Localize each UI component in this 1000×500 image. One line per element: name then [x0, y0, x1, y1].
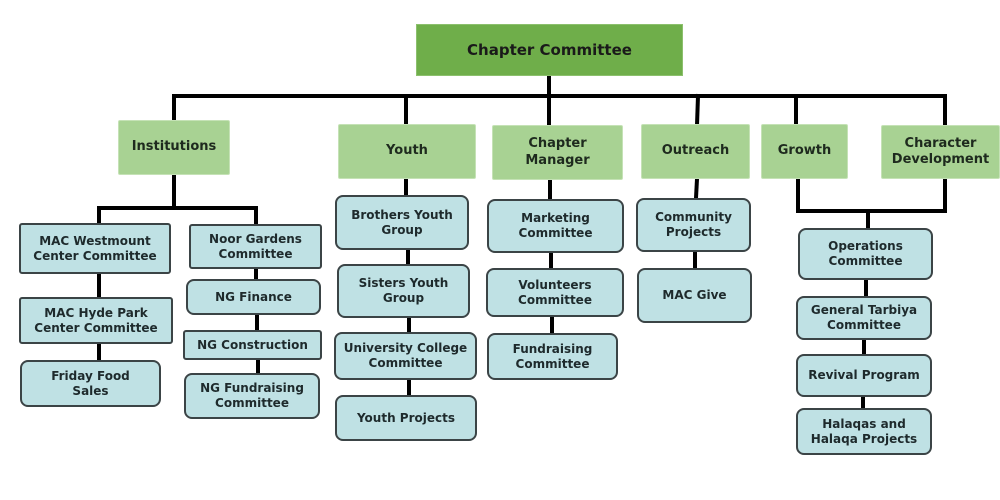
- node-ng-finance: NG Finance: [186, 279, 321, 315]
- node-community-projects: Community Projects: [636, 198, 751, 252]
- node-institutions: Institutions: [118, 120, 230, 175]
- node-label: Youth: [386, 143, 428, 159]
- node-ng-construction: NG Construction: [183, 330, 322, 360]
- node-mac-westmount: MAC Westmount Center Committee: [19, 223, 171, 274]
- node-mac-give: MAC Give: [637, 268, 752, 323]
- connector-outreach-community: [693, 176, 700, 201]
- node-label: Youth Projects: [356, 410, 456, 425]
- node-label: Fundraising Committee: [512, 341, 593, 371]
- connector-growth-character-merge: [796, 176, 947, 213]
- node-label: Friday Food Sales: [51, 368, 130, 398]
- node-sisters-youth-group: Sisters Youth Group: [337, 264, 470, 318]
- node-label: Growth: [777, 143, 832, 159]
- node-label: Chapter Manager: [525, 136, 590, 168]
- node-label: Volunteers Committee: [518, 277, 592, 307]
- node-label: General Tarbiya Committee: [810, 303, 918, 332]
- node-label: NG Finance: [215, 289, 292, 304]
- node-label: Operations Committee: [828, 239, 903, 268]
- node-label: University College Committee: [343, 341, 468, 370]
- node-chapter-manager: Chapter Manager: [492, 125, 623, 180]
- node-ng-fundraising: NG Fundraising Committee: [184, 373, 320, 419]
- node-brothers-youth-group: Brothers Youth Group: [335, 195, 469, 250]
- node-label: Chapter Committee: [467, 40, 632, 59]
- node-friday-food-sales: Friday Food Sales: [20, 360, 161, 407]
- node-volunteers-committee: Volunteers Committee: [486, 268, 624, 317]
- node-label: Community Projects: [655, 210, 732, 239]
- node-halaqas: Halaqas and Halaqa Projects: [796, 408, 932, 455]
- node-youth: Youth: [338, 124, 476, 179]
- node-label: Sisters Youth Group: [358, 276, 449, 305]
- node-label: Brothers Youth Group: [351, 207, 453, 237]
- node-fundraising-committee: Fundraising Committee: [487, 333, 618, 380]
- node-operations-committee: Operations Committee: [798, 228, 933, 280]
- node-label: Institutions: [131, 139, 217, 155]
- node-label: Halaqas and Halaqa Projects: [810, 416, 918, 446]
- node-label: MAC Give: [662, 288, 727, 302]
- connector-outreach: [694, 93, 701, 128]
- node-label: NG Construction: [197, 337, 308, 352]
- node-mac-hyde-park: MAC Hyde Park Center Committee: [19, 297, 173, 344]
- node-label: Marketing Committee: [518, 211, 593, 240]
- node-general-tarbiya: General Tarbiya Committee: [796, 296, 932, 340]
- node-label: Revival Program: [808, 368, 920, 382]
- node-label: NG Fundraising Committee: [200, 381, 304, 410]
- node-noor-gardens: Noor Gardens Committee: [189, 224, 322, 269]
- node-outreach: Outreach: [641, 124, 750, 179]
- node-label: Character Development: [891, 135, 990, 167]
- node-growth: Growth: [761, 124, 848, 179]
- node-label: MAC Hyde Park Center Committee: [34, 305, 158, 335]
- node-label: MAC Westmount Center Committee: [33, 233, 157, 263]
- node-youth-projects: Youth Projects: [335, 395, 477, 441]
- node-chapter-committee: Chapter Committee: [416, 24, 683, 76]
- node-character-development: Character Development: [881, 125, 1000, 179]
- node-marketing-committee: Marketing Committee: [487, 199, 624, 253]
- node-label: Outreach: [661, 143, 730, 159]
- node-label: Noor Gardens Committee: [209, 231, 302, 261]
- node-revival-program: Revival Program: [796, 354, 932, 397]
- node-university-college: University College Committee: [334, 332, 477, 380]
